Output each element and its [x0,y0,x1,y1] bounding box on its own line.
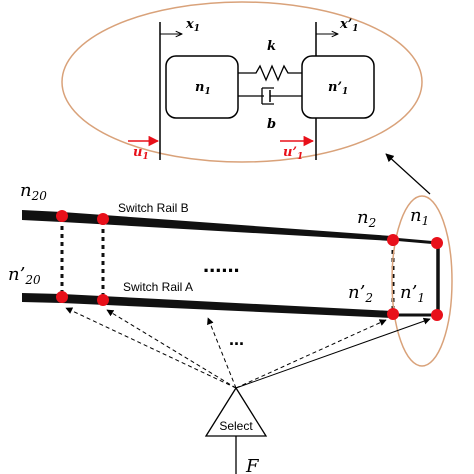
node-n1 [431,237,443,249]
label-n2p: n’2 [348,282,373,305]
x1p-label: x’1 [339,17,359,34]
middle-ellipsis: ...... [203,252,240,277]
b-label: b [267,117,276,132]
force-distribution-arrows [65,307,431,389]
damper-cylinder [261,87,274,105]
node-n19p [97,294,109,306]
force-arrow-n19p [106,309,237,389]
node-n2 [387,234,399,246]
node-n20p [56,291,68,303]
zoom-arrow [385,153,431,195]
label-n1p: n’1 [400,282,425,305]
x1-label: x1 [185,17,200,34]
force-arrow-n2p [235,319,387,389]
node-n20 [56,210,68,222]
u1p-label: u’1 [283,145,303,162]
force-label: F [245,456,260,474]
force-arrow-mid [207,317,237,389]
label-n2: n2 [357,207,376,230]
mass-right-label: n’1 [328,80,348,97]
k-label: k [267,39,276,54]
node-n19 [97,213,109,225]
lower-ellipsis: ... [229,329,244,349]
inset-ellipse [61,1,423,163]
label-n20p: n’20 [8,264,41,287]
switch-rail-b [22,210,392,241]
rail-a-label: Switch Rail A [123,280,193,294]
label-n1: n1 [410,205,429,228]
force-arrow-n20p [65,307,237,389]
rail-b-extension [391,237,439,245]
rail-b-label: Switch Rail B [118,201,189,215]
select-label: Select [219,419,253,433]
mass-right [301,55,375,119]
force-arrow-n1p [235,317,431,389]
spring-k [238,64,302,82]
node-focus-ellipse [391,195,453,367]
mass-left-label: n1 [195,80,211,97]
u1-label: u1 [133,145,149,162]
node-n2p [387,308,399,320]
label-n20: n20 [20,180,47,203]
mass-left [165,55,239,119]
switch-rail-a [22,293,392,318]
node-n1p [431,309,443,321]
